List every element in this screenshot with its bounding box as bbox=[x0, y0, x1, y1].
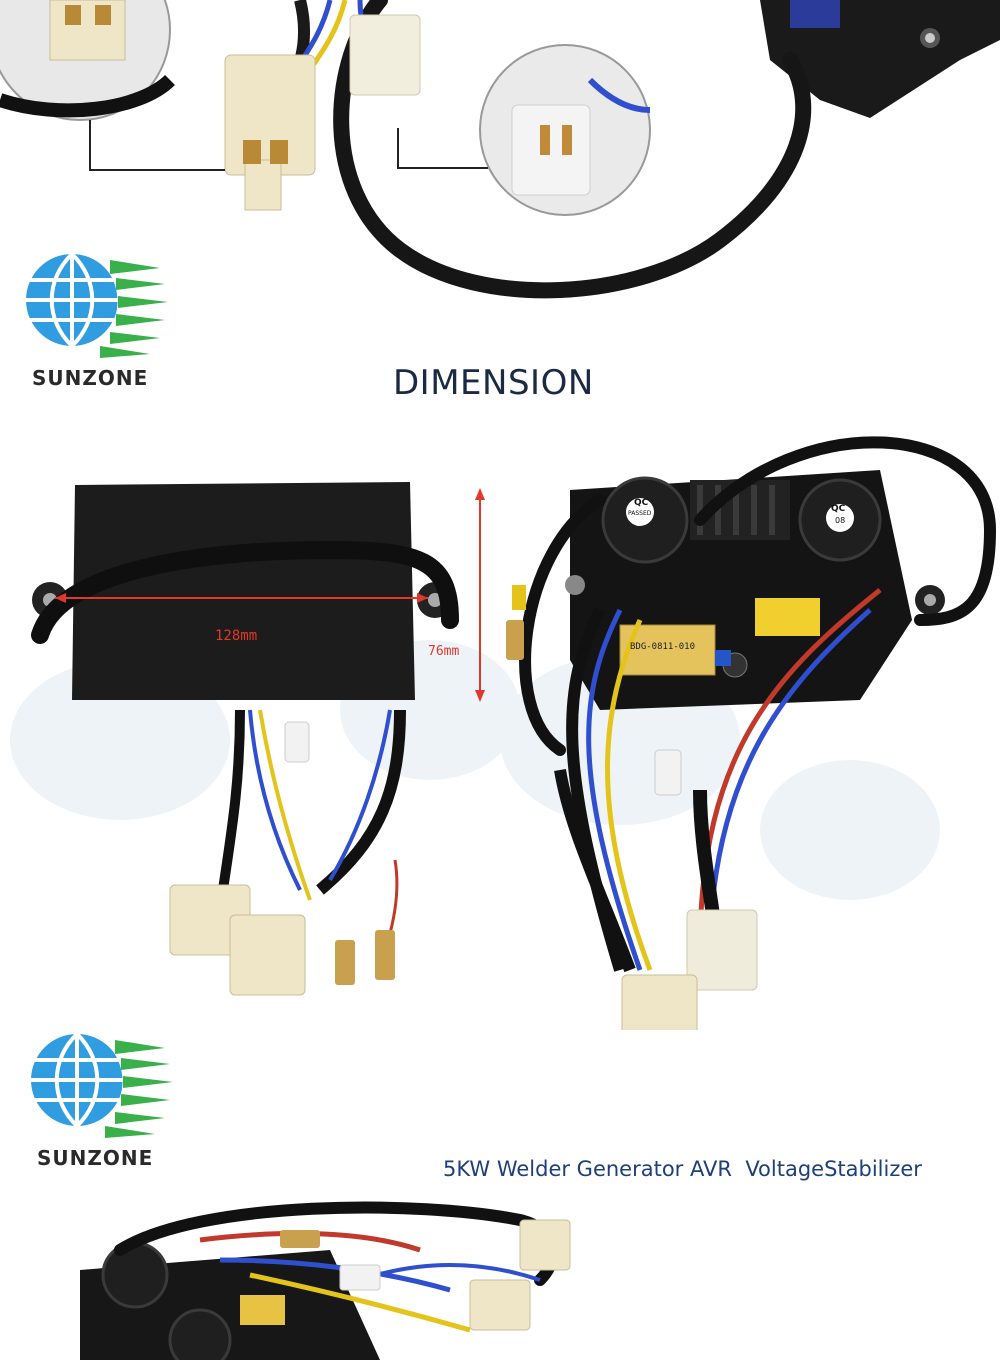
capacitor-stamp-1: PASSED bbox=[628, 510, 652, 517]
capacitor-label-2: QC bbox=[831, 504, 846, 514]
globe-logo-icon bbox=[26, 250, 170, 360]
capacitor-stamp-2: 08 bbox=[835, 516, 846, 525]
height-measure-label: 76mm bbox=[428, 644, 460, 659]
capacitor-label-1: QC bbox=[634, 498, 649, 508]
dimension-photo: 128mm 76mm BDG-0811-010 QC PASSED QC 08 bbox=[0, 410, 1000, 1030]
sunzone-logo-secondary: SUNZONE bbox=[25, 1030, 175, 1175]
brand-name: SUNZONE bbox=[32, 366, 149, 390]
top-product-photo bbox=[0, 0, 1000, 320]
brand-name-secondary: SUNZONE bbox=[37, 1146, 154, 1170]
dimension-heading: DIMENSION bbox=[393, 363, 594, 403]
product-title: 5KW Welder Generator AVR VoltageStabiliz… bbox=[443, 1157, 922, 1181]
globe-logo-icon bbox=[31, 1030, 175, 1140]
bottom-product-photo bbox=[0, 1200, 1000, 1360]
transformer-label: BDG-0811-010 bbox=[630, 642, 696, 652]
width-measure-label: 128mm bbox=[215, 628, 258, 644]
sunzone-logo: SUNZONE bbox=[20, 250, 170, 395]
